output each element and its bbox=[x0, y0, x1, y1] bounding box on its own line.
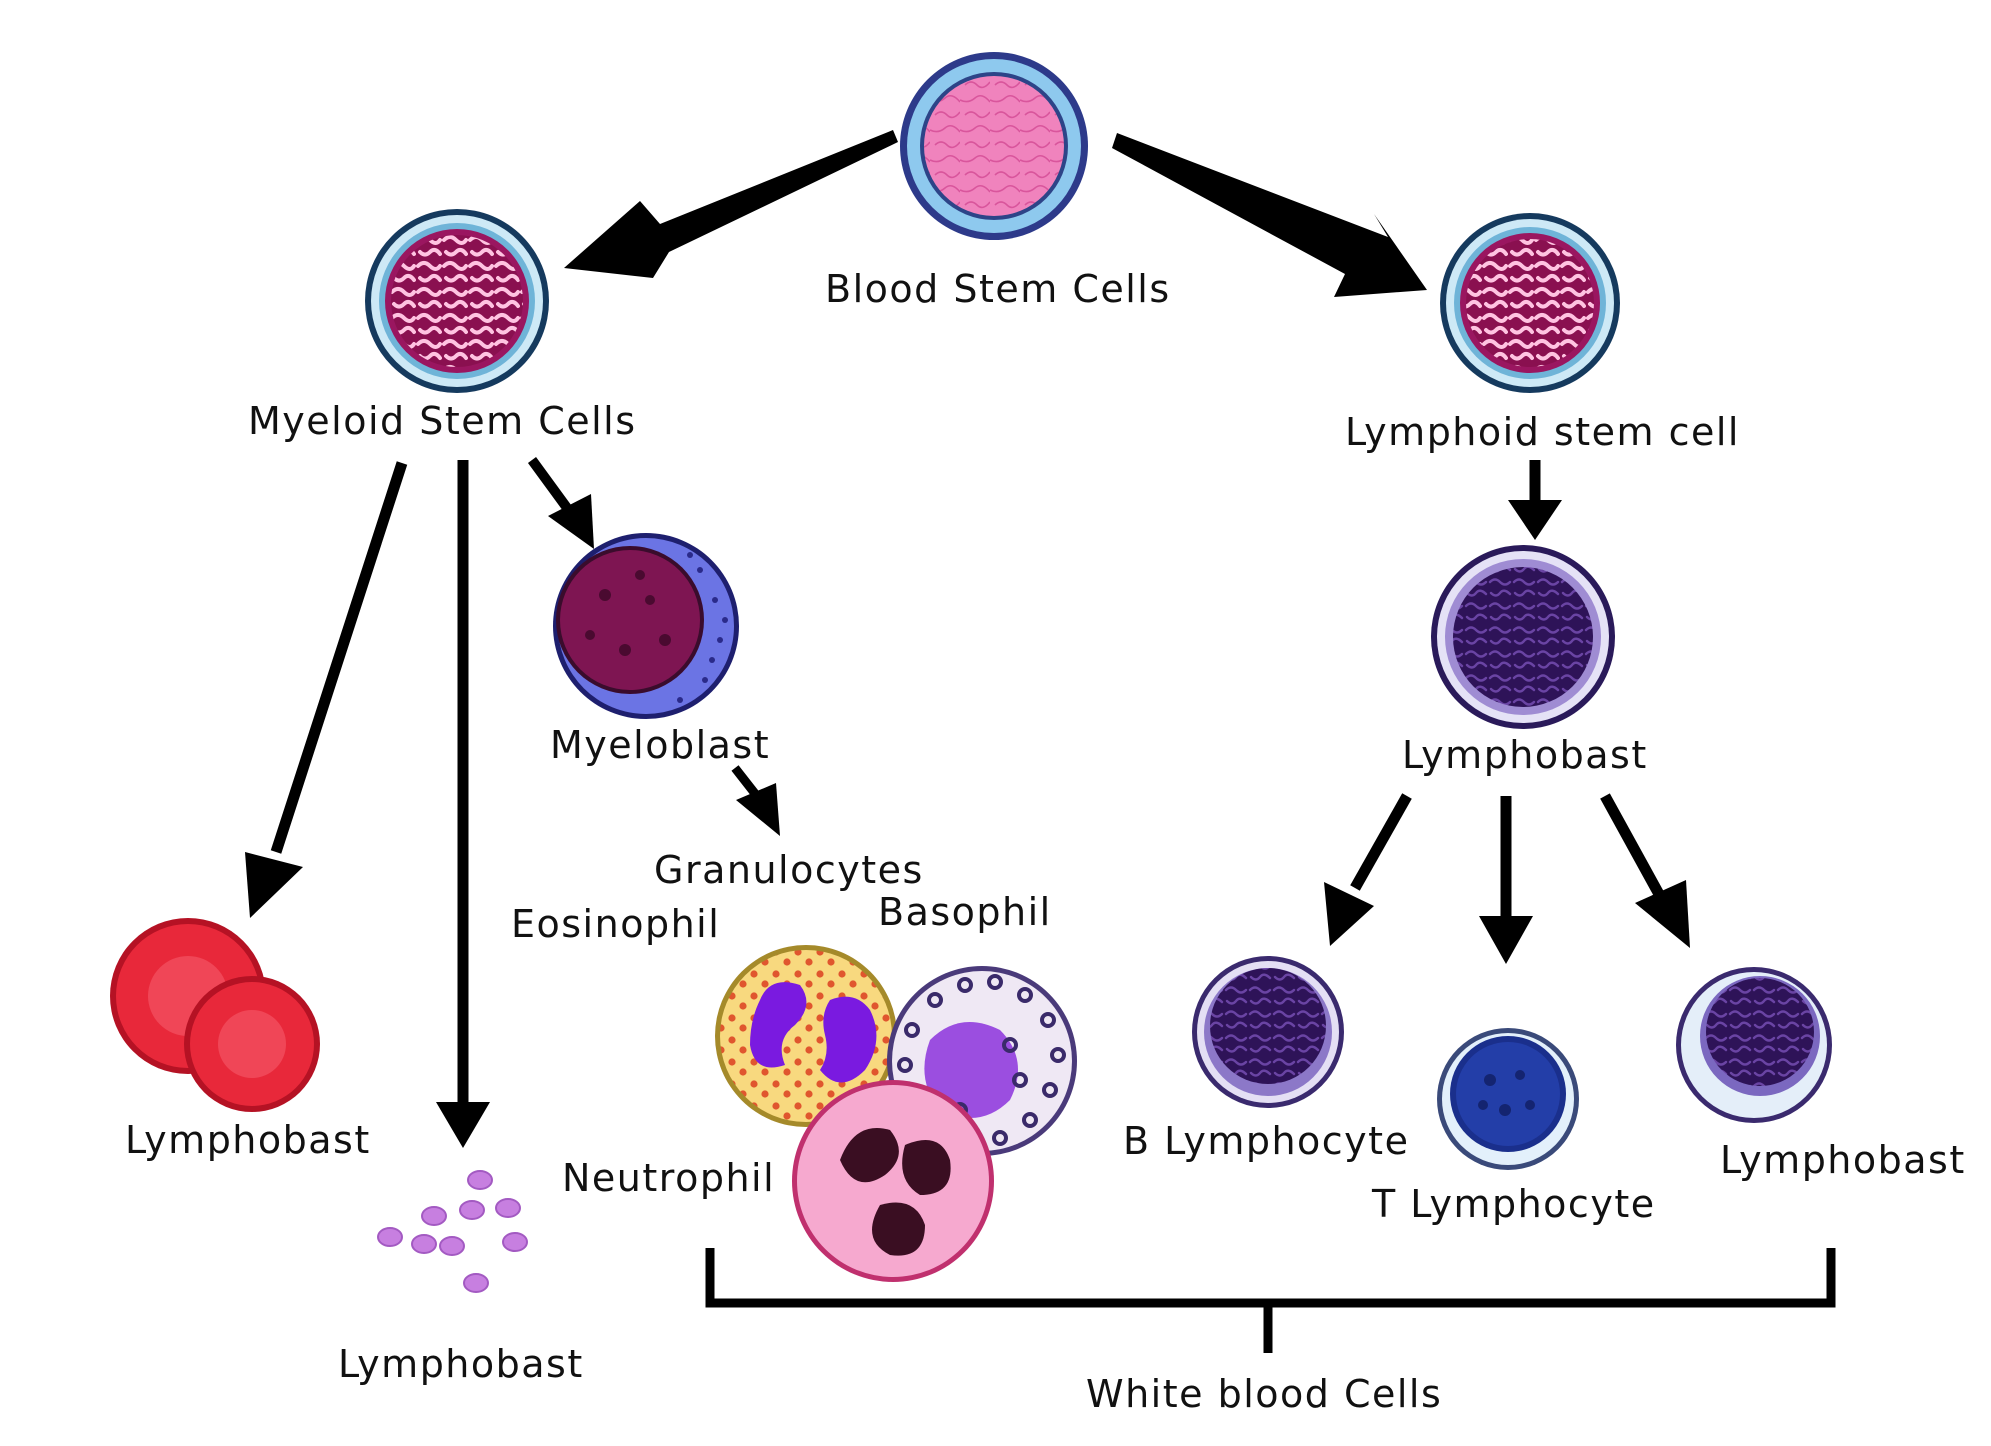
label-myeloid-stem-cells: Myeloid Stem Cells bbox=[248, 399, 637, 443]
label-eosinophil: Eosinophil bbox=[511, 902, 721, 946]
arrow-to-platelets bbox=[436, 460, 490, 1148]
arrow-to-lymphoid bbox=[1112, 133, 1427, 297]
label-basophil: Basophil bbox=[878, 890, 1052, 934]
t-lymphocyte-cell bbox=[1437, 1028, 1579, 1170]
lymphobast-cell-top bbox=[1431, 545, 1615, 729]
arrow-to-lymphobast-right bbox=[1600, 793, 1690, 948]
white-blood-cells-bracket bbox=[705, 1248, 1836, 1353]
lymphoid-stem-cell bbox=[1440, 213, 1620, 393]
label-neutrophil: Neutrophil bbox=[562, 1156, 776, 1200]
arrow-to-t-lymphocyte bbox=[1479, 796, 1533, 964]
myeloid-stem-cell bbox=[365, 209, 549, 393]
label-lymphoid-stem-cell: Lymphoid stem cell bbox=[1345, 410, 1740, 454]
arrow-to-myeloid bbox=[564, 130, 898, 278]
label-t-lymphocyte: T Lymphocyte bbox=[1372, 1182, 1656, 1226]
label-granulocytes: Granulocytes bbox=[654, 848, 924, 892]
label-lymphobast-platelets: Lymphobast bbox=[338, 1342, 584, 1386]
label-myeloblast: Myeloblast bbox=[550, 723, 771, 767]
label-blood-stem-cells: Blood Stem Cells bbox=[825, 267, 1171, 311]
label-lymphobast-red-cells: Lymphobast bbox=[125, 1118, 371, 1162]
lymphobast-cell-bottom bbox=[1676, 967, 1832, 1123]
label-white-blood-cells: White blood Cells bbox=[1086, 1372, 1443, 1416]
b-lymphocyte-cell bbox=[1192, 956, 1344, 1108]
label-lymphobast-bottom: Lymphobast bbox=[1720, 1138, 1966, 1182]
arrow-to-lymphobast bbox=[1508, 460, 1562, 540]
arrow-to-granulocytes bbox=[731, 765, 780, 836]
neutrophil-cell bbox=[792, 1080, 994, 1282]
arrow-to-b-lymphocyte bbox=[1324, 793, 1412, 946]
blood-stem-cell bbox=[900, 52, 1088, 240]
label-b-lymphocyte: B Lymphocyte bbox=[1123, 1119, 1410, 1163]
red-blood-cells bbox=[110, 918, 320, 1112]
myeloblast-cell bbox=[553, 533, 739, 719]
eosinophil-cell bbox=[715, 945, 897, 1127]
platelets bbox=[377, 1170, 528, 1293]
arrow-to-myeloblast bbox=[527, 457, 594, 549]
label-lymphobast-top: Lymphobast bbox=[1402, 733, 1648, 777]
arrow-to-red-cells bbox=[245, 461, 408, 918]
